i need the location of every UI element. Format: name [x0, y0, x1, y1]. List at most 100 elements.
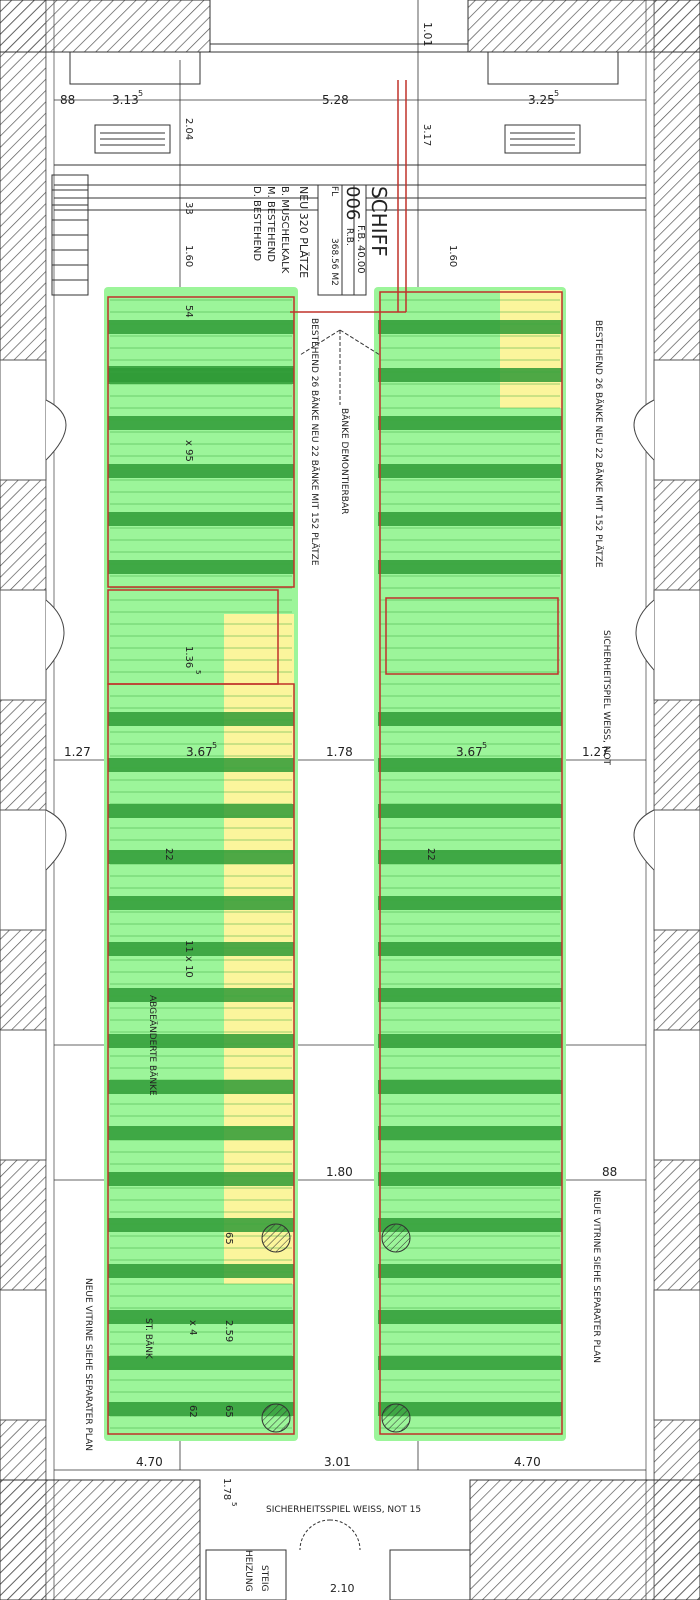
- staircase: [51, 174, 89, 296]
- note-stair: STEIG: [259, 1565, 269, 1592]
- pew-bar-right: [378, 988, 562, 1002]
- dim-mid-right-block-sup: 5: [482, 741, 487, 750]
- pew-bar-right: [378, 512, 562, 526]
- pew-bar-left: [108, 988, 294, 1002]
- dim-left-62: 62: [187, 1405, 198, 1418]
- pew-bar-right: [378, 758, 562, 772]
- room-fl-label: FL: [329, 186, 339, 196]
- pew-bar-left: [108, 804, 294, 818]
- dim-bottom-178-sup: 5: [230, 1502, 238, 1506]
- pew-bar-right: [378, 464, 562, 478]
- pew-bar-left: [108, 1402, 294, 1416]
- dim-bottom-left: 4.70: [136, 1455, 163, 1469]
- pew-bar-right: [378, 1264, 562, 1278]
- legend: NEU 320 PLÄTZE B. MUSCHELKALK M. BESTEHE…: [251, 186, 310, 278]
- note-removable: BÄNKE DEMONTIERBAR: [339, 408, 350, 514]
- dim-right-160: 1.60: [447, 245, 458, 267]
- dim-left-136-sup: 5: [194, 670, 202, 674]
- legend-d: D. BESTEHEND: [251, 186, 262, 261]
- dim-mid-center: 1.78: [326, 745, 353, 759]
- dim-top-left-width: 3.13: [112, 93, 139, 107]
- dim-top-center: 5.28: [322, 93, 349, 107]
- room-fb-value: 40.00: [355, 245, 366, 274]
- pew-bar-right: [378, 320, 562, 334]
- pew-bar-right: [378, 560, 562, 574]
- pew-bar-left: [108, 416, 294, 430]
- pew-bar-left: [108, 560, 294, 574]
- pew-bar-right: [378, 942, 562, 956]
- dim-left-136: 1.36: [183, 646, 194, 668]
- dim-row-spacing: 11 x 10: [183, 940, 194, 978]
- legend-new-seats: NEU 320 PLÄTZE: [297, 186, 310, 278]
- dim-row-count-left: 22: [163, 848, 174, 861]
- dim-top-right-width: 3.25: [528, 93, 555, 107]
- note-adjusted: ABGEÄNDERTE BÄNKE: [147, 995, 158, 1096]
- pew-bar-right: [378, 1172, 562, 1186]
- note-showcase-left: NEUE VITRINE SIEHE SEPARATER PLAN: [83, 1278, 93, 1451]
- note-left-block: BESTEHEND 26 BÄNKE NEU 22 BÄNKE MIT 152 …: [309, 318, 320, 566]
- pew-bar-right: [378, 804, 562, 818]
- dim-top-left-margin: 88: [60, 93, 75, 107]
- room-label: SCHIFF 006 40.00 F.B. R.B. FL 368.56 M2: [317, 184, 391, 296]
- pew-bar-left: [108, 1356, 294, 1370]
- dim-bottom-178: 1.78: [221, 1478, 232, 1500]
- red-outlines: [107, 80, 563, 1435]
- highlight-right-top: [500, 290, 562, 408]
- wall-pillars: [45, 399, 655, 871]
- legend-m: M. BESTEHEND: [265, 186, 276, 262]
- pew-bar-right: [378, 1126, 562, 1140]
- pew-bar-left: [108, 896, 294, 910]
- pew-bar-left: [108, 850, 294, 864]
- pew-bar-left: [108, 1126, 294, 1140]
- pew-bar-left: [108, 1034, 294, 1048]
- room-fl-value: 368.56 M2: [329, 238, 339, 286]
- dim-st-label: ST. BÄNK: [143, 1318, 154, 1360]
- dim-left-160: 1.60: [183, 245, 194, 267]
- dim-mid-left-block-sup: 5: [212, 741, 217, 750]
- pew-bar-left: [108, 712, 294, 726]
- dim-left-54: 54: [183, 305, 194, 318]
- pew-bar-left: [108, 1310, 294, 1324]
- dim-left-259: 2.59: [223, 1320, 234, 1342]
- dim-bottom-center: 3.01: [324, 1455, 351, 1469]
- dim-top-left-sup: 5: [138, 89, 143, 98]
- dim-left-small: 2.04: [183, 118, 194, 140]
- dim-top-gap: 1.01: [421, 22, 434, 47]
- dim-row-count-right: 22: [425, 848, 436, 861]
- note-right-block: BESTEHEND 26 BÄNKE NEU 22 BÄNKE MIT 152 …: [593, 320, 604, 568]
- pew-bar-left: [108, 1264, 294, 1278]
- pew-bar-left: [108, 512, 294, 526]
- dim-lower-right: 88: [602, 1165, 617, 1179]
- pew-bar-left: [108, 464, 294, 478]
- dim-mid-left: 1.27: [64, 745, 91, 759]
- pew-bar-right: [378, 1356, 562, 1370]
- wall-right: [645, 0, 700, 1600]
- room-fb-label: F.B.: [355, 225, 366, 242]
- wall-bottom: [0, 1479, 700, 1600]
- pew-bar-right: [378, 896, 562, 910]
- dim-left-65b: 65: [223, 1405, 234, 1418]
- room-number: 006: [342, 186, 363, 220]
- notes: BESTEHEND 26 BÄNKE NEU 22 BÄNKE MIT 152 …: [83, 318, 611, 1592]
- pew-bar-left: [108, 320, 294, 334]
- pew-bar-right: [378, 368, 562, 382]
- dim-door-width: 2.10: [330, 1582, 355, 1595]
- pew-bar-left: [108, 1172, 294, 1186]
- pew-bar-left: [108, 366, 294, 384]
- room-rb-label: R.B.: [344, 228, 354, 246]
- pew-bar-left: [108, 942, 294, 956]
- pew-bar-right: [378, 1080, 562, 1094]
- pew-blocks: [104, 287, 566, 1441]
- pew-bar-right: [378, 1218, 562, 1232]
- dim-mid-right: 1.27: [582, 745, 609, 759]
- dim-left-x4: x 4: [187, 1320, 198, 1335]
- pew-bar-left: [108, 1218, 294, 1232]
- pew-bar-right: [378, 1034, 562, 1048]
- pew-bar-left: [108, 1080, 294, 1094]
- note-showcase-right: NEUE VITRINE SIEHE SEPARATER PLAN: [591, 1190, 601, 1363]
- dim-mid-right-block: 3.67: [456, 745, 483, 759]
- pew-bar-right: [378, 712, 562, 726]
- dim-right-small: 3.17: [421, 124, 432, 146]
- note-entry: HEIZUNG: [243, 1550, 253, 1592]
